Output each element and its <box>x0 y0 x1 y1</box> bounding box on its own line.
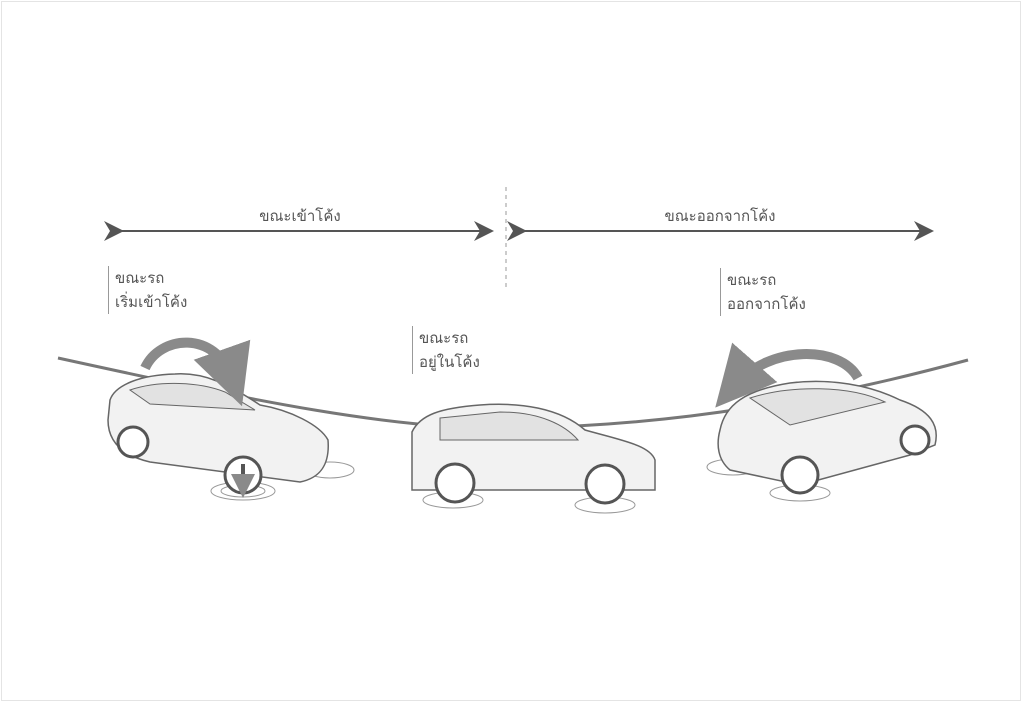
car-label-line2: อยู่ในโค้ง <box>419 353 480 371</box>
car-in-corner <box>411 403 656 514</box>
car-label-entering: ขณะรถ เริ่มเข้าโค้ง <box>108 266 187 314</box>
car-label-line1: ขณะรถ <box>419 329 469 347</box>
car-label-line1: ขณะรถ <box>115 269 165 287</box>
car-label-in-corner: ขณะรถ อยู่ในโค้ง <box>412 326 480 374</box>
car-label-line2: ออกจากโค้ง <box>727 295 806 313</box>
car-entering <box>107 337 355 501</box>
car-label-exiting: ขณะรถ ออกจากโค้ง <box>720 268 806 316</box>
roll-arrow-icon <box>140 337 251 407</box>
roll-arrow-icon <box>715 342 863 408</box>
car-label-line1: ขณะรถ <box>727 271 777 289</box>
phase-entering-label: ขณะเข้าโค้ง <box>259 207 341 225</box>
phase-exiting-label: ขณะออกจากโค้ง <box>664 207 776 225</box>
car-exiting <box>706 342 937 502</box>
car-label-line2: เริ่มเข้าโค้ง <box>115 293 188 311</box>
